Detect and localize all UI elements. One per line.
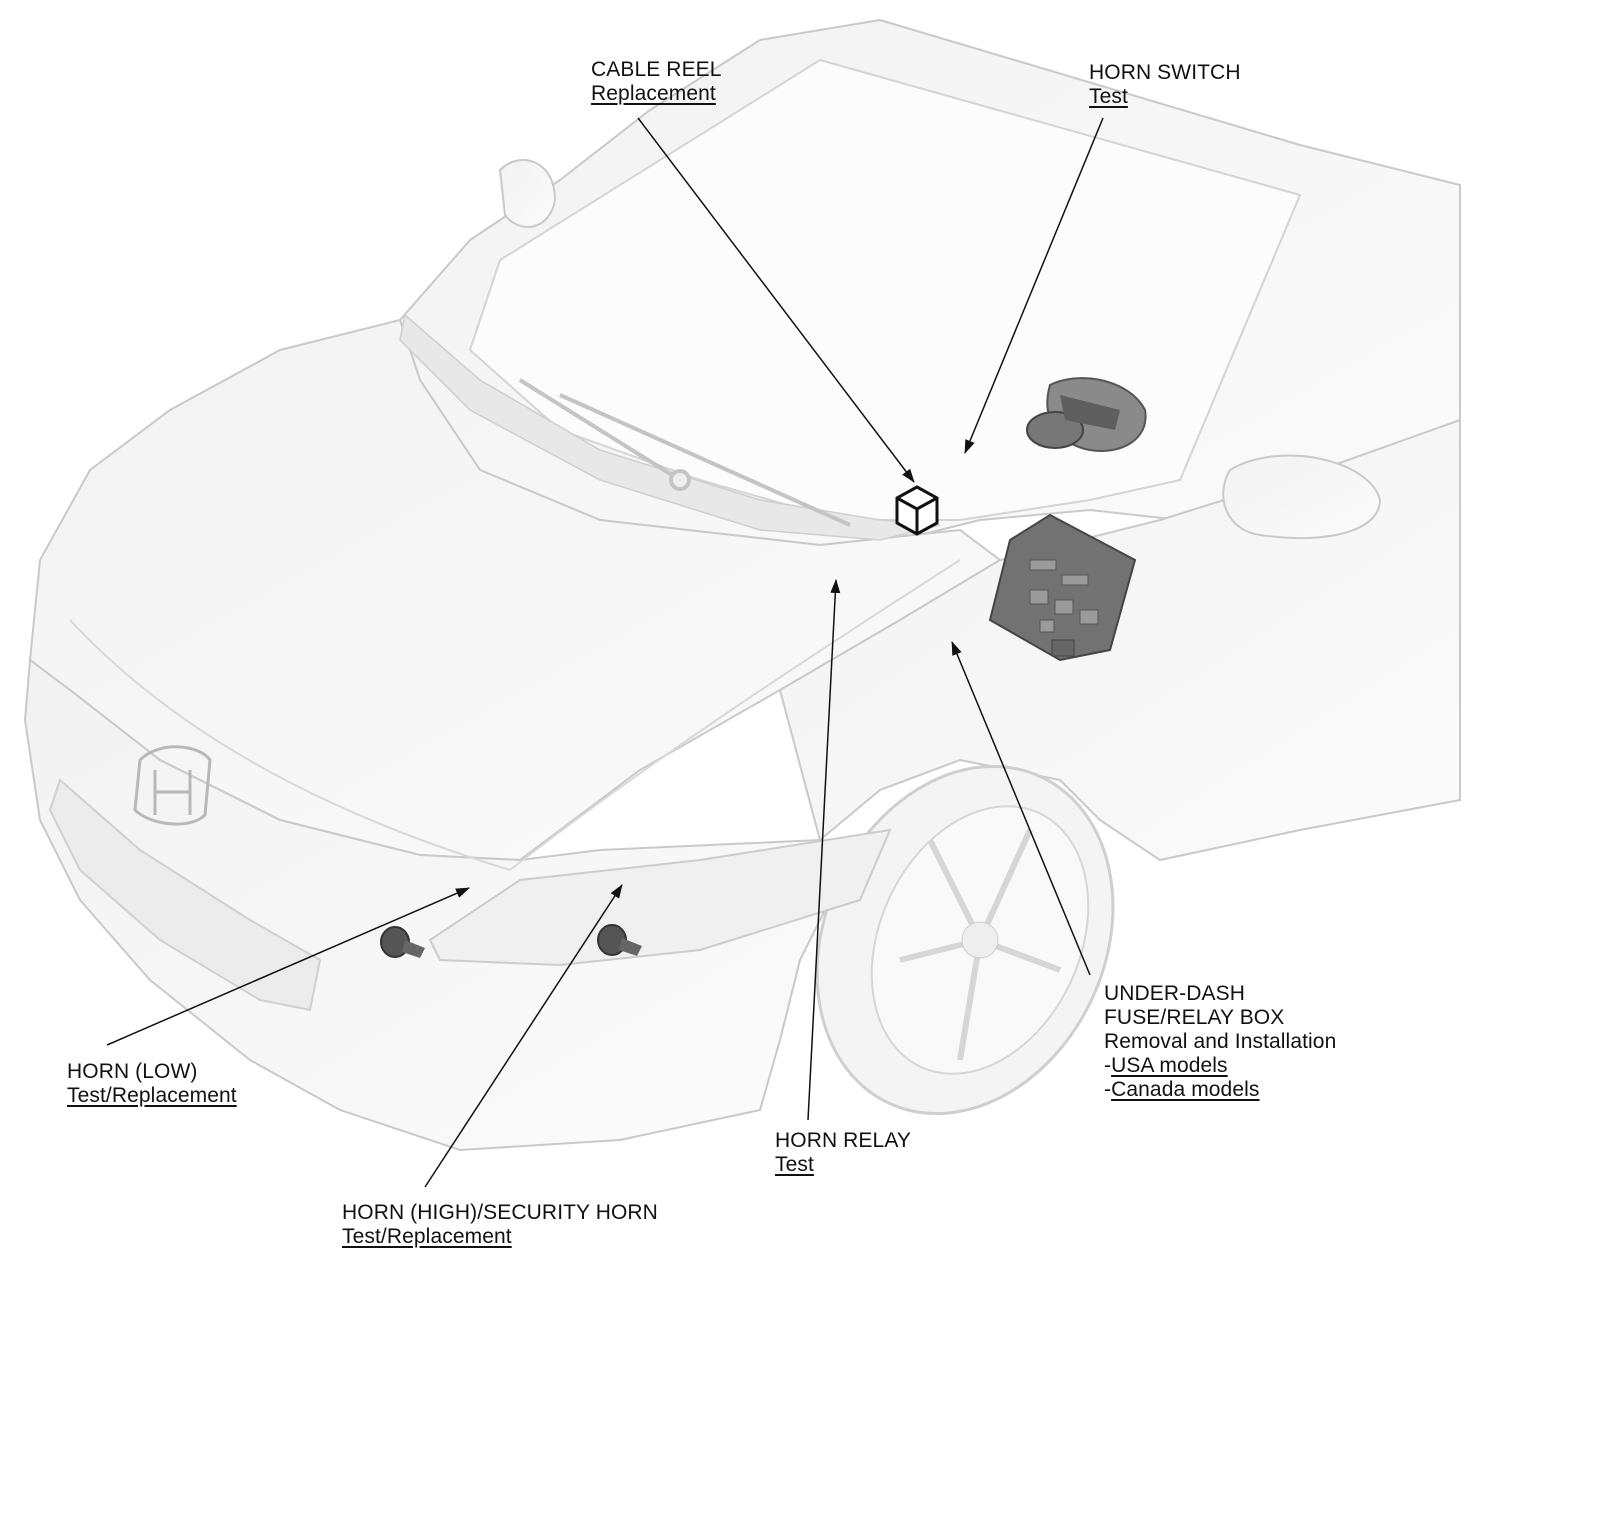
hood-lines xyxy=(69,559,961,871)
usa-models-link[interactable]: USA models xyxy=(1111,1054,1228,1077)
fuse-relay-box-part xyxy=(988,513,1137,662)
horn-high-title: HORN (HIGH)/SECURITY HORN xyxy=(342,1201,658,1224)
canada-dash: - xyxy=(1104,1078,1112,1101)
leader-under-dash xyxy=(951,641,1091,976)
leader-cable-reel xyxy=(637,117,915,483)
honda-emblem xyxy=(133,745,212,826)
leader-horn-low xyxy=(106,887,470,1046)
cable-reel-replacement-link[interactable]: Replacement xyxy=(591,82,716,105)
under-dash-canada-row: -Canada models xyxy=(1104,1078,1336,1102)
under-dash-subtitle: Removal and Installation xyxy=(1104,1030,1337,1053)
callout-horn-high-security: HORN (HIGH)/SECURITY HORN Test/Replaceme… xyxy=(342,1201,658,1249)
horn-high-part xyxy=(597,924,642,956)
horn-switch-part xyxy=(1026,377,1147,452)
callout-cable-reel: CABLE REEL Replacement xyxy=(591,58,722,106)
horn-switch-test-link[interactable]: Test xyxy=(1089,85,1128,108)
leader-horn-high xyxy=(424,884,623,1188)
leader-horn-switch xyxy=(964,117,1104,454)
cowl-grille xyxy=(399,313,941,541)
horn-low-part xyxy=(380,926,425,958)
horn-low-test-replacement-link[interactable]: Test/Replacement xyxy=(67,1084,237,1107)
cable-reel-title: CABLE REEL xyxy=(591,58,722,81)
horn-relay-test-link[interactable]: Test xyxy=(775,1153,814,1176)
usa-dash: - xyxy=(1104,1054,1112,1077)
headlight xyxy=(428,828,892,967)
horn-switch-title: HORN SWITCH xyxy=(1089,61,1241,84)
horn-high-test-replacement-link[interactable]: Test/Replacement xyxy=(342,1225,512,1248)
under-dash-title-line2: FUSE/RELAY BOX xyxy=(1104,1006,1285,1029)
horn-relay-title: HORN RELAY xyxy=(775,1129,911,1152)
callout-horn-low: HORN (LOW) Test/Replacement xyxy=(67,1060,237,1108)
leader-horn-relay xyxy=(807,579,841,1121)
canada-models-link[interactable]: Canada models xyxy=(1111,1078,1260,1101)
cable-reel-icon xyxy=(895,485,939,536)
under-dash-title-line1: UNDER-DASH xyxy=(1104,982,1246,1005)
callout-horn-switch: HORN SWITCH Test xyxy=(1089,61,1241,109)
front-grille xyxy=(48,778,322,1012)
horn-low-title: HORN (LOW) xyxy=(67,1060,198,1083)
callout-horn-relay: HORN RELAY Test xyxy=(775,1129,911,1177)
callout-under-dash-fuse-relay-box: UNDER-DASH FUSE/RELAY BOX Removal and In… xyxy=(1104,982,1336,1102)
under-dash-usa-row: -USA models xyxy=(1104,1054,1336,1078)
leader-lines xyxy=(106,117,1104,1188)
wipers xyxy=(518,378,851,527)
